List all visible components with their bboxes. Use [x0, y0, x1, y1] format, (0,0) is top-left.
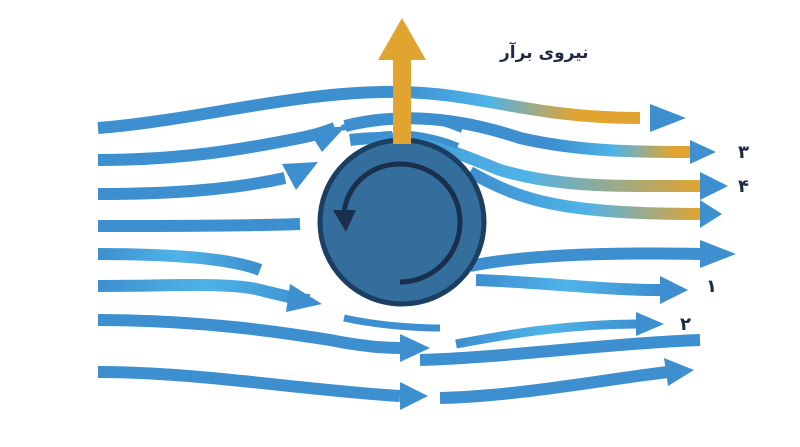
lift-force-shaft [393, 54, 411, 144]
rotation-arrow-head [333, 210, 356, 232]
streamline-under-cylinder [343, 314, 441, 332]
streamline-arc-upper-3 [349, 131, 393, 143]
streamline-top-2b-arrowhead [690, 140, 716, 164]
rotation-arrow-icon [341, 161, 463, 285]
streamline-under-cylinder-b-arrowhead [636, 312, 664, 336]
lift-force-label: نیروی برآر [499, 41, 589, 63]
streamline-arc-upper-2 [409, 115, 464, 133]
streamline-top-3b-arrowhead [700, 172, 728, 200]
streamline-label-2: ۲ [680, 314, 691, 335]
streamline-low-1-arrowhead [400, 334, 430, 362]
streamline-low-1 [97, 314, 401, 354]
streamline-top-4b [467, 166, 701, 220]
streamline-top-3 [97, 172, 287, 200]
streamline-mid-1b [468, 247, 701, 272]
streamline-low-2b [439, 366, 669, 404]
streamline-mid-2b [475, 274, 661, 296]
streamline-low-2 [97, 366, 401, 402]
streamline-mid-1 [97, 248, 263, 276]
streamline-label-1: ۱ [706, 276, 717, 297]
streamline-top-1-arrowhead [650, 104, 686, 132]
streamline-top-2 [97, 122, 338, 166]
streamline-mid-1b-arrowhead [700, 240, 736, 268]
streamline-top-4b-arrowhead [700, 200, 722, 228]
streamline-under-cylinder-b [455, 319, 641, 349]
streamline-top-2-arrowhead [308, 126, 346, 152]
streamline-label-4: ۴ [738, 176, 749, 197]
streamline-low-2-arrowhead [400, 382, 428, 410]
streamline-low-2b-arrowhead [664, 358, 694, 386]
streamline-arc-upper [341, 115, 393, 131]
streamline-label-3: ۳ [738, 142, 749, 163]
streamline-top-3-arrowhead [282, 162, 318, 190]
streamline-arc-upper-4 [409, 131, 460, 149]
streamline-mid-2 [97, 279, 311, 306]
streamline-mid-2b-arrowhead [660, 276, 688, 304]
streamline-low-1b [419, 334, 701, 366]
up-arrow-icon [378, 18, 426, 60]
streamline-mid-2-arrowhead [286, 284, 322, 312]
streamline-top-4 [97, 218, 301, 232]
